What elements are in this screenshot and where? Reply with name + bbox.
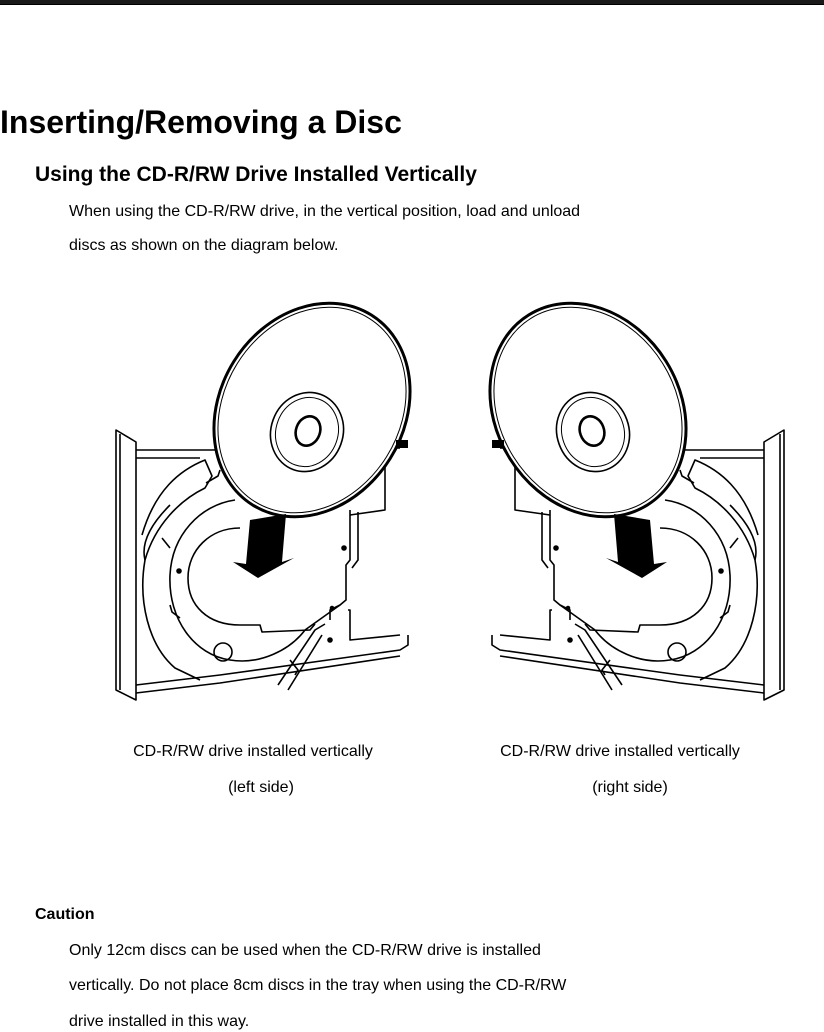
header-rule bbox=[0, 0, 824, 5]
disc-into-drive-illustration-mirrored-icon bbox=[488, 301, 785, 701]
disc-into-drive-illustration-icon bbox=[115, 301, 412, 701]
caution-text-line-2: vertically. Do not place 8cm discs in th… bbox=[69, 977, 567, 994]
figure-right-side bbox=[480, 300, 800, 710]
down-arrow-icon bbox=[606, 514, 667, 578]
caution-text-line-3: drive installed in this way. bbox=[69, 1013, 250, 1030]
intro-text-line-2: discs as shown on the diagram below. bbox=[69, 237, 339, 254]
page-title: Inserting/Removing a Disc bbox=[0, 104, 402, 140]
figure-right-caption-line-2: (right side) bbox=[592, 779, 668, 796]
intro-text-line-1: When using the CD-R/RW drive, in the ver… bbox=[69, 203, 581, 220]
figure-left-side bbox=[100, 300, 420, 710]
figure-left-caption-line-2: (left side) bbox=[228, 779, 294, 796]
caution-heading: Caution bbox=[35, 906, 95, 923]
down-arrow-icon bbox=[233, 514, 294, 578]
figure-left-caption-line-1: CD-R/RW drive installed vertically bbox=[133, 743, 373, 760]
section-title: Using the CD-R/RW Drive Installed Vertic… bbox=[35, 163, 477, 186]
caution-text-line-1: Only 12cm discs can be used when the CD-… bbox=[69, 942, 541, 959]
figure-right-caption-line-1: CD-R/RW drive installed vertically bbox=[500, 743, 740, 760]
